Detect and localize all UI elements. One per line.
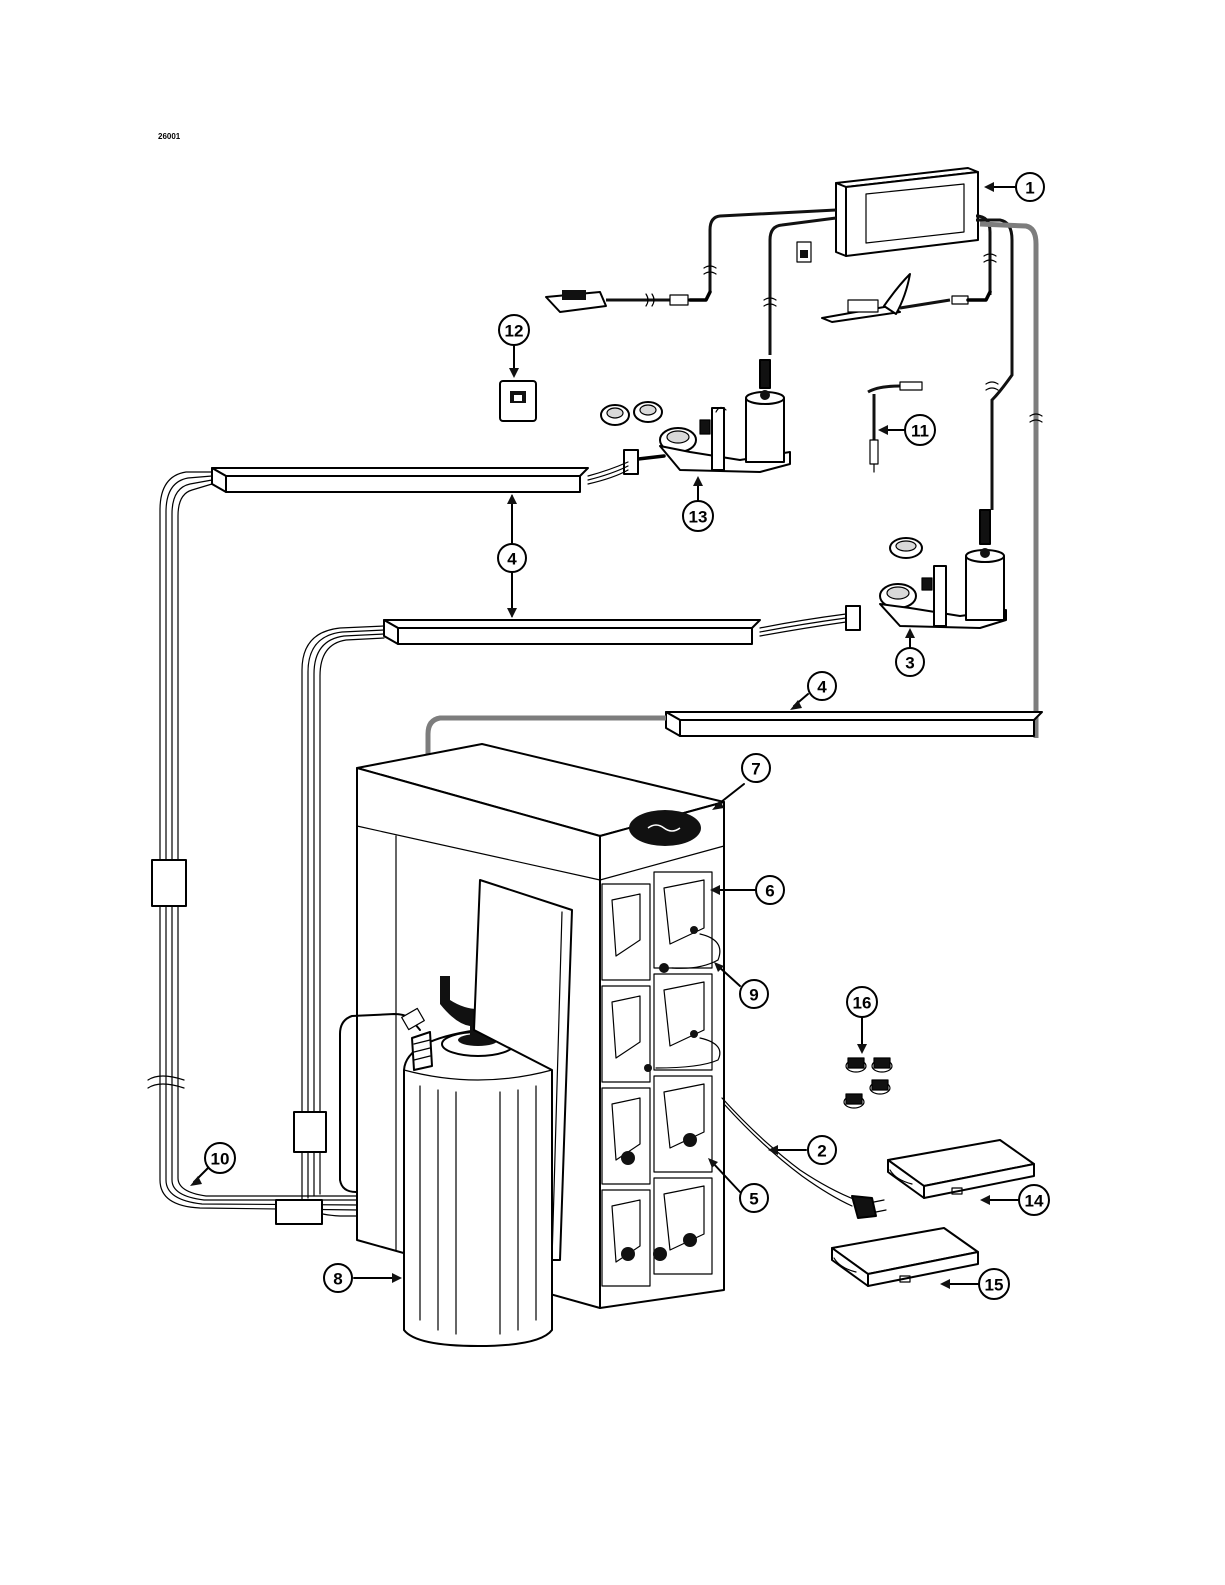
- svg-text:12: 12: [505, 322, 524, 341]
- svg-text:5: 5: [749, 1190, 758, 1209]
- svg-text:4: 4: [817, 678, 827, 697]
- control-box-icon: [797, 168, 978, 262]
- wall-plug-icon: [500, 344, 536, 421]
- dispenser-pump-icon-lower: [846, 510, 1006, 630]
- svg-text:10: 10: [211, 1150, 230, 1169]
- callout-16: 16: [847, 987, 877, 1017]
- nozzle-icon: [844, 1016, 892, 1108]
- svg-text:2: 2: [817, 1142, 826, 1161]
- remote-switch-icon: [822, 274, 990, 322]
- callout-10: 10: [205, 1143, 235, 1173]
- manifold-bar-icon: [212, 462, 1042, 736]
- callout-9: 9: [740, 980, 768, 1008]
- svg-text:15: 15: [985, 1276, 1004, 1295]
- svg-text:13: 13: [689, 508, 708, 527]
- callout-3: 3: [896, 648, 924, 676]
- svg-text:11: 11: [911, 422, 929, 441]
- callout-11: 11: [905, 415, 935, 445]
- parts-tray-icon-2: [832, 1228, 978, 1286]
- callout-5: 5: [740, 1184, 768, 1212]
- callout-13: 13: [683, 501, 713, 531]
- callout-8: 8: [324, 1264, 352, 1292]
- svg-text:4: 4: [507, 550, 517, 569]
- drawing-number: 26001: [158, 132, 181, 141]
- callout-14: 14: [1019, 1185, 1049, 1215]
- callout-2: 2: [808, 1136, 836, 1164]
- callout-4-upper: 4: [498, 544, 526, 572]
- callout-4-lower: 4: [808, 672, 836, 700]
- callout-12: 12: [499, 315, 529, 345]
- svg-text:8: 8: [333, 1270, 342, 1289]
- svg-text:16: 16: [853, 994, 872, 1013]
- callout-15: 15: [979, 1269, 1009, 1299]
- callout-1: 1: [1016, 173, 1044, 201]
- svg-text:3: 3: [905, 654, 914, 673]
- dispenser-pump-icon: [601, 360, 790, 474]
- foot-pedal-icon: [546, 290, 710, 312]
- callout-6: 6: [756, 876, 784, 904]
- callout-7: 7: [742, 754, 770, 782]
- svg-text:6: 6: [765, 882, 774, 901]
- control-box-cables: [704, 210, 1042, 738]
- svg-text:14: 14: [1025, 1192, 1044, 1211]
- svg-text:7: 7: [751, 760, 760, 779]
- parts-tray-icon: [888, 1140, 1034, 1198]
- svg-text:1: 1: [1025, 179, 1034, 198]
- svg-text:9: 9: [749, 986, 758, 1005]
